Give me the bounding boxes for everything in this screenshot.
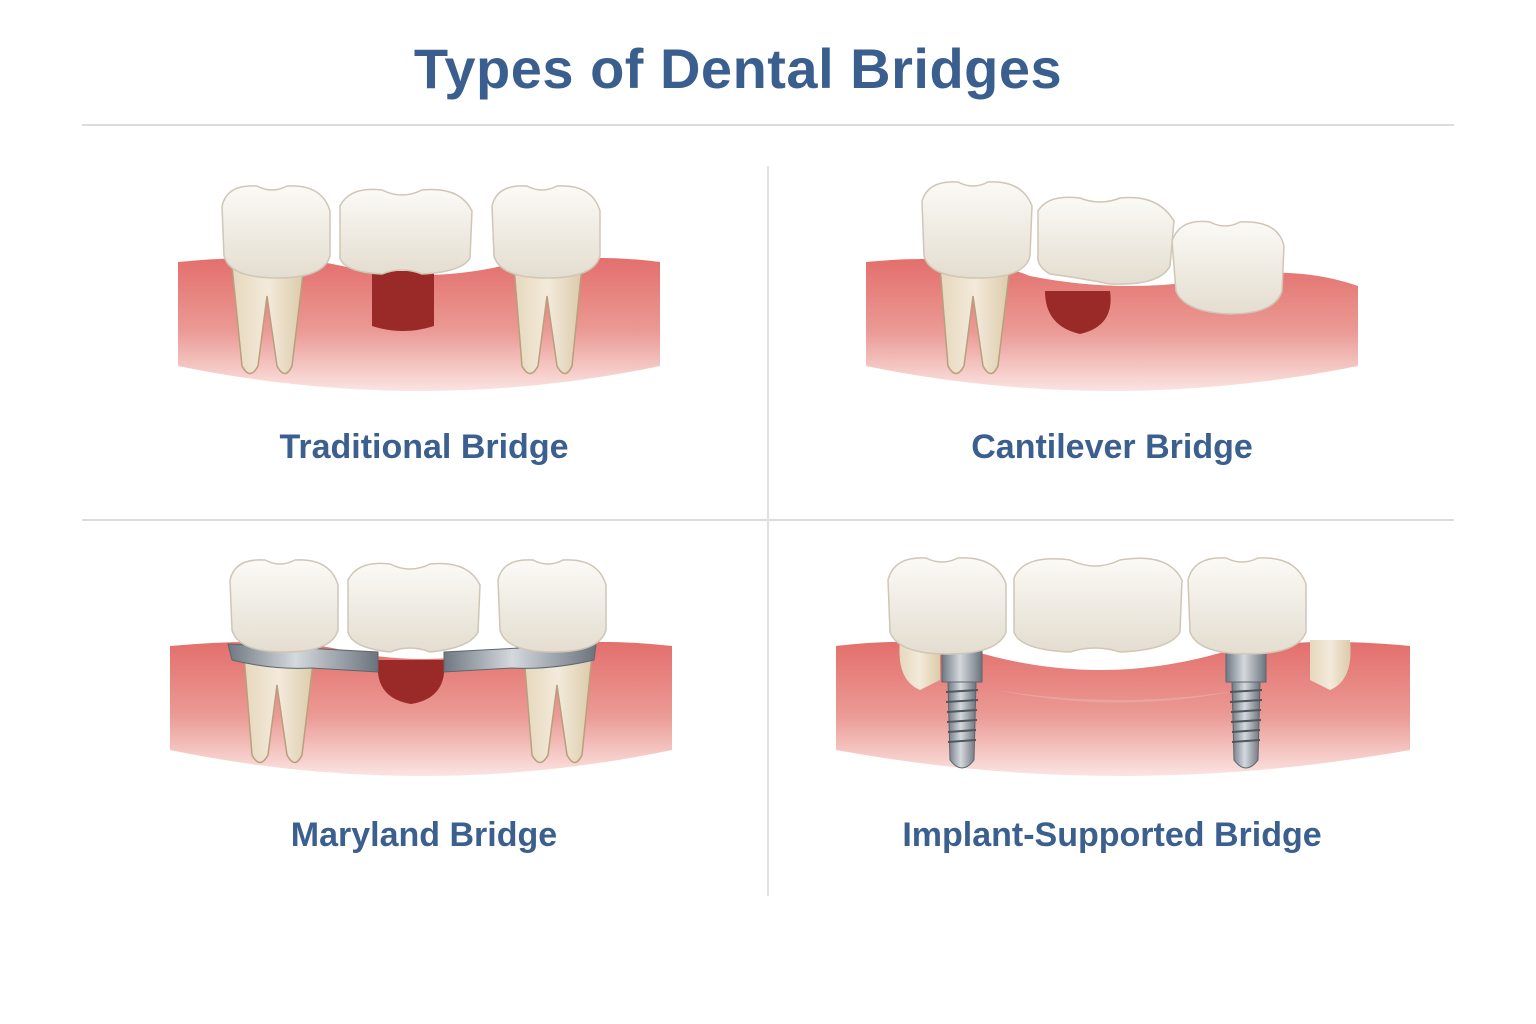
traditional-bridge-illustration bbox=[178, 185, 660, 391]
implant-supported-bridge-illustration bbox=[836, 557, 1410, 776]
maryland-bridge-illustration bbox=[170, 559, 672, 776]
cantilever-bridge-illustration bbox=[866, 181, 1358, 391]
panel-cantilever-bridge: Cantilever Bridge bbox=[770, 166, 1454, 518]
panel-implant-supported-bridge: Implant-Supported Bridge bbox=[770, 540, 1454, 900]
implant-post-left bbox=[941, 649, 983, 769]
panel-label: Cantilever Bridge bbox=[971, 428, 1253, 466]
page-title: Types of Dental Bridges bbox=[413, 37, 1063, 100]
panel-label: Traditional Bridge bbox=[279, 428, 569, 466]
title-divider bbox=[82, 124, 1454, 126]
panel-label: Maryland Bridge bbox=[290, 816, 558, 854]
column-divider bbox=[767, 166, 769, 896]
panel-maryland-bridge: Maryland Bridge bbox=[82, 540, 766, 900]
panel-label: Implant-Supported Bridge bbox=[902, 816, 1322, 854]
panel-traditional-bridge: Traditional Bridge bbox=[82, 166, 766, 518]
implant-post-right bbox=[1225, 649, 1267, 769]
